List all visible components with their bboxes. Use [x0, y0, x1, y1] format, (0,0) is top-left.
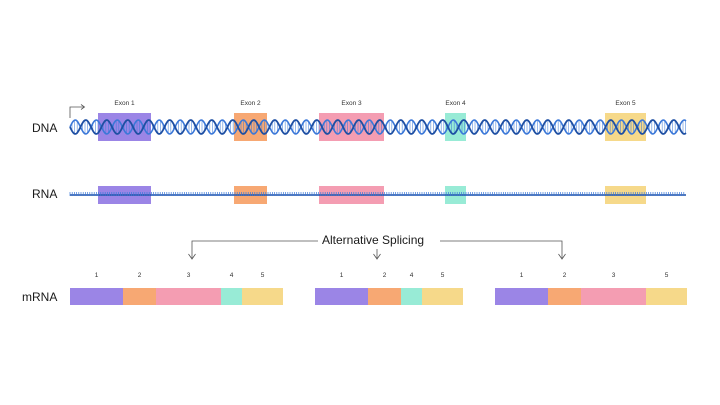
- mrna-2-exon-number-1: 1: [339, 272, 344, 279]
- alternative-splicing-label: Alternative Splicing: [318, 233, 429, 247]
- mrna-1-exon-number-2: 2: [137, 272, 142, 279]
- dna-label: DNA: [32, 121, 58, 135]
- mrna-1-exon-1: [70, 288, 123, 305]
- mrna-1-exon-3: [156, 288, 221, 305]
- mrna-1-exon-number-4: 4: [229, 272, 234, 279]
- mrna-3-exon-number-3: 3: [611, 272, 616, 279]
- mrna-3-exon-number-2: 2: [562, 272, 567, 279]
- exon-label-4: Exon 4: [445, 100, 466, 107]
- exon-label-3: Exon 3: [341, 100, 362, 107]
- mrna-3-exon-number-5: 5: [664, 272, 669, 279]
- mrna-1-exon-number-1: 1: [94, 272, 99, 279]
- rna-label: RNA: [32, 187, 58, 201]
- mrna-1-exon-number-5: 5: [260, 272, 265, 279]
- mrna-1-exon-5: [242, 288, 283, 305]
- dna-exon-3: [319, 113, 384, 141]
- mrna-1-exon-number-3: 3: [186, 272, 191, 279]
- mrna-2-exon-5: [422, 288, 463, 305]
- mrna-2-exon-number-2: 2: [382, 272, 387, 279]
- mrna-3-exon-2: [548, 288, 581, 305]
- mrna-2-exon-number-4: 4: [409, 272, 414, 279]
- rna-strand: [69, 192, 686, 196]
- mrna-1-exon-4: [221, 288, 242, 305]
- dna-exon-4: [445, 113, 466, 141]
- mrna-2-exon-2: [368, 288, 401, 305]
- mrna-2-exon-4: [401, 288, 422, 305]
- transcription-start-arrow-icon: [69, 104, 86, 118]
- exon-label-5: Exon 5: [615, 100, 636, 107]
- mrna-1-exon-2: [123, 288, 156, 305]
- mrna-label: mRNA: [22, 290, 58, 304]
- exon-label-1: Exon 1: [114, 100, 135, 107]
- dna-helix: [69, 119, 687, 135]
- mrna-3-exon-1: [495, 288, 548, 305]
- mrna-2-exon-number-5: 5: [440, 272, 445, 279]
- exon-label-2: Exon 2: [240, 100, 261, 107]
- mrna-3-exon-5: [646, 288, 687, 305]
- splicing-connector-lines: [188, 240, 566, 260]
- mrna-3-exon-3: [581, 288, 646, 305]
- mrna-3-exon-number-1: 1: [519, 272, 524, 279]
- mrna-2-exon-1: [315, 288, 368, 305]
